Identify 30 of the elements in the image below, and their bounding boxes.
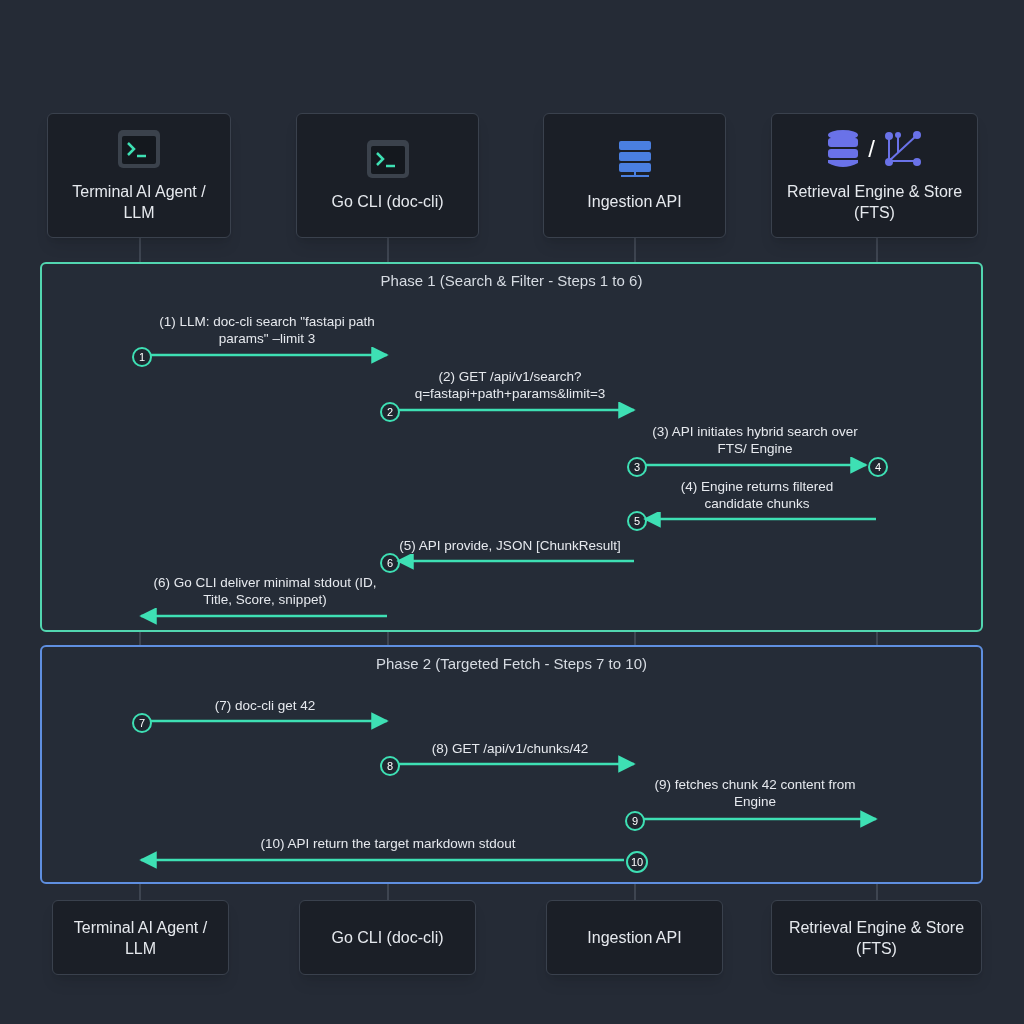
- message-arrow: [398, 401, 636, 419]
- participant-name: Ingestion API: [586, 192, 683, 212]
- participant-box: [296, 113, 479, 238]
- participant-box: [771, 113, 978, 238]
- message-arrow: [150, 346, 389, 364]
- participant-name: Go CLI (doc-cli): [330, 928, 445, 948]
- message-arrow: [398, 755, 636, 773]
- participant-box: [543, 113, 726, 238]
- message-arrow: [139, 607, 387, 625]
- participant-name: Terminal AI Agent / LLM: [71, 181, 207, 223]
- participant-box: [47, 113, 231, 238]
- separator-slash: /: [868, 133, 875, 164]
- message-arrow: [643, 510, 876, 528]
- participant-name: Retrieval Engine & Store (FTS): [787, 917, 966, 959]
- participant-box: [546, 900, 723, 975]
- participant-name: Go CLI (doc-cli): [330, 192, 445, 212]
- participant-box: [52, 900, 229, 975]
- phase-title: Phase 1 (Search & Filter - Steps 1 to 6): [379, 271, 644, 291]
- message-arrow: [643, 810, 878, 828]
- participant-name: Ingestion API: [586, 928, 683, 948]
- phase-title: Phase 2 (Targeted Fetch - Steps 7 to 10): [375, 654, 648, 674]
- participant-name: Terminal AI Agent / LLM: [72, 917, 209, 959]
- message-arrow: [645, 456, 868, 474]
- message-arrow: [396, 552, 634, 570]
- participant-box: [299, 900, 476, 975]
- participant-box: [771, 900, 982, 975]
- message-arrow: [139, 851, 624, 869]
- participant-name: Retrieval Engine & Store (FTS): [785, 181, 964, 223]
- message-arrow: [150, 712, 389, 730]
- phase-frame: [40, 645, 983, 884]
